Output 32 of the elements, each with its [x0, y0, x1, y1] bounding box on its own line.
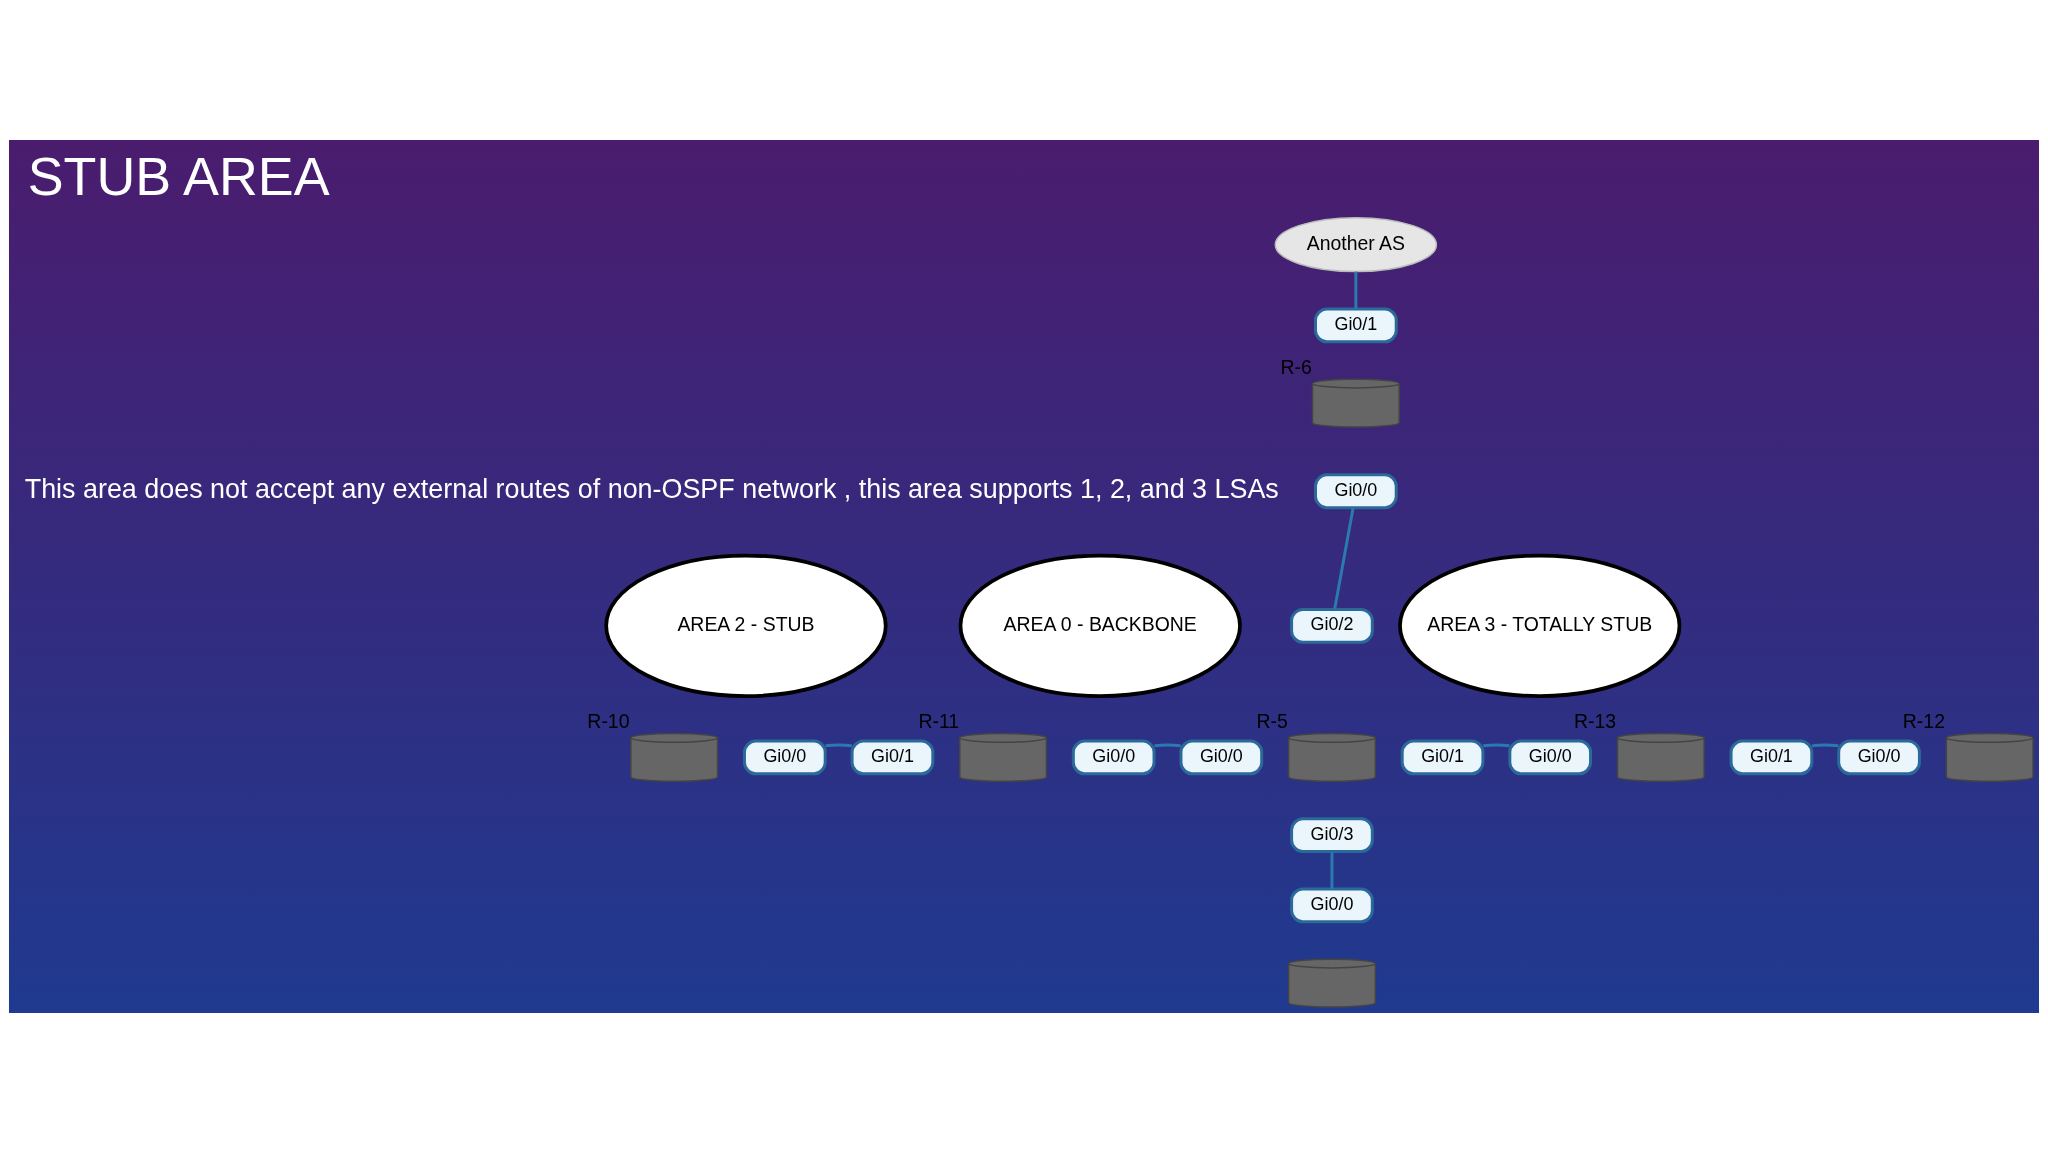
node-box: Gi0/3 [1290, 816, 1374, 853]
node-label: R-12 [1902, 709, 1945, 732]
label: This area does not accept any external routes of non-OSPF network , this area supports 1, 2, and 3 LSAs [24, 473, 1279, 504]
node-box: Gi0/0 [1071, 738, 1156, 775]
node-label: R-13 [1573, 709, 1617, 732]
node-box: Gi0/1 [1400, 738, 1485, 775]
node-box: Gi0/1 [1729, 738, 1814, 775]
node-ellipse: Another AS [1274, 216, 1438, 272]
node-ellipse: AREA 0 - BACKBONE [958, 553, 1242, 698]
connector [825, 743, 852, 747]
node-label: R-5 [1256, 709, 1288, 732]
connector [1333, 507, 1355, 609]
node-box: Gi0/0 [1314, 472, 1398, 509]
connector [1812, 743, 1839, 747]
node-box: Gi0/2 [1290, 607, 1374, 644]
node-box: Gi0/0 [1508, 738, 1593, 775]
connector [1330, 851, 1334, 889]
node-box: Gi0/1 [1314, 306, 1398, 343]
node-box: Gi0/0 [1837, 738, 1921, 775]
node-ellipse: AREA 3 - TOTALLY STUB [1398, 553, 1682, 698]
node-label: R-6 [1280, 355, 1312, 378]
diagram-title: STUB AREA [27, 145, 330, 206]
node-box: Gi0/0 [1290, 886, 1374, 923]
connector [1354, 271, 1358, 309]
node-box: Gi0/1 [850, 738, 935, 775]
node-box: Gi0/0 [1179, 738, 1264, 775]
connector [1483, 743, 1510, 747]
node-ellipse: AREA 2 - STUB [604, 553, 888, 698]
connector [1154, 743, 1181, 747]
node-label: R-10 [587, 709, 630, 732]
node-label: R-11 [918, 709, 960, 732]
node-box: Gi0/0 [742, 738, 827, 775]
